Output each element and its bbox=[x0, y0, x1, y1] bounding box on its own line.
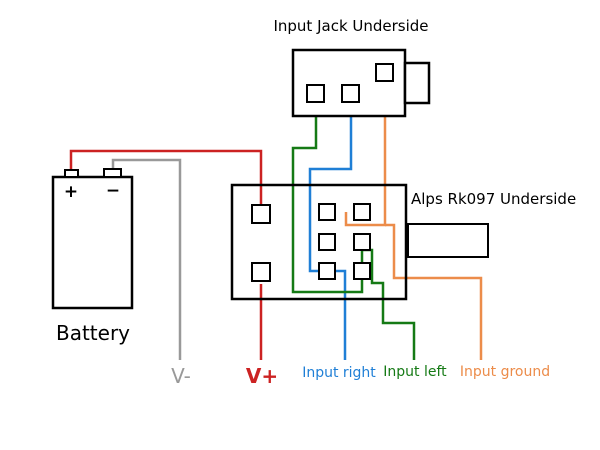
input-right-label: Input right bbox=[302, 365, 376, 381]
wire-input-right bbox=[308, 104, 353, 360]
battery bbox=[51, 168, 134, 310]
v-minus-label: V- bbox=[171, 364, 191, 388]
pot-pin-vplus-bottom bbox=[251, 262, 271, 282]
pot-pin-1 bbox=[318, 203, 336, 221]
battery-minus-label: − bbox=[106, 181, 120, 201]
jack-pin-ground bbox=[375, 63, 394, 82]
jack-title: Input Jack Underside bbox=[273, 17, 428, 35]
pot-pin-4 bbox=[353, 233, 371, 251]
alps-pot bbox=[230, 183, 489, 301]
pot-title: Alps Rk097 Underside bbox=[411, 190, 576, 208]
wire-vminus bbox=[111, 158, 182, 360]
input-ground-label: Input ground bbox=[460, 364, 550, 380]
pot-shaft bbox=[407, 223, 489, 258]
wire-input-ground-2 bbox=[385, 223, 483, 360]
jack-pin-left bbox=[306, 84, 325, 103]
pot-pin-5 bbox=[318, 262, 336, 280]
pot-pin-2 bbox=[353, 203, 371, 221]
pot-pin-6 bbox=[353, 262, 371, 280]
jack-pin-right bbox=[341, 84, 360, 103]
battery-terminal-plus bbox=[64, 169, 79, 178]
input-jack bbox=[291, 48, 431, 118]
pot-pin-3 bbox=[318, 233, 336, 251]
wire-input-ground bbox=[344, 82, 387, 227]
pot-pin-vplus-top bbox=[251, 204, 271, 224]
battery-terminal-minus bbox=[103, 168, 122, 178]
input-left-label: Input left bbox=[383, 364, 447, 380]
v-plus-label: V+ bbox=[246, 364, 278, 388]
battery-plus-label: + bbox=[64, 182, 78, 202]
battery-label: Battery bbox=[56, 321, 130, 345]
wire-vplus bbox=[69, 149, 263, 360]
